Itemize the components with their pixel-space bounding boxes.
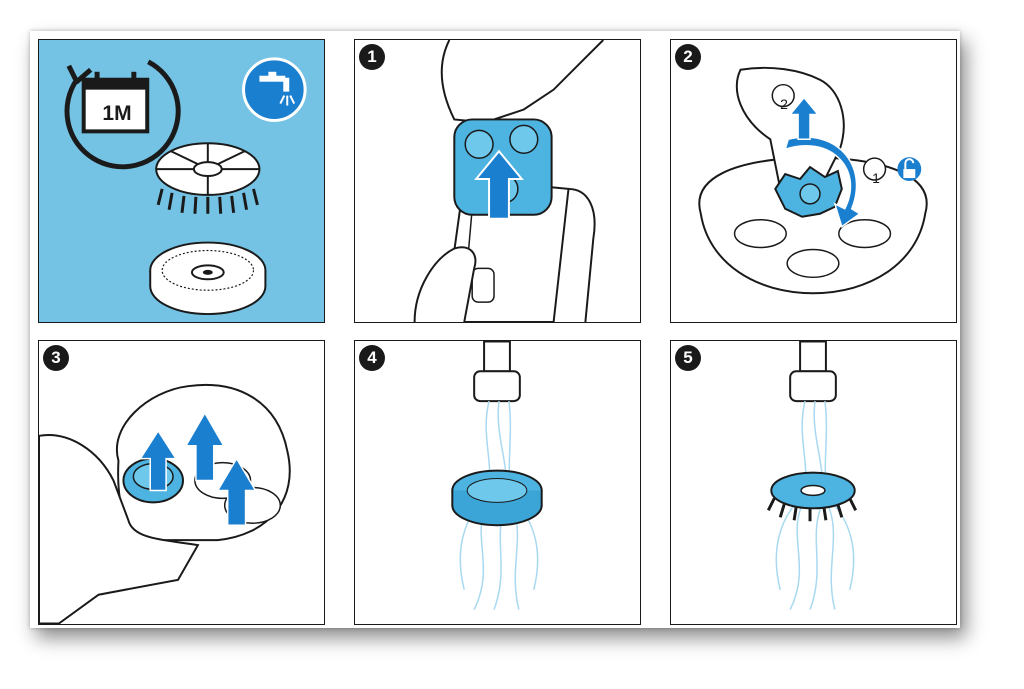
cutter-holder-illustration <box>149 241 267 316</box>
step-4-panel: 4 <box>354 340 641 625</box>
sub-step-2-circle <box>771 83 795 108</box>
shaving-unit-outline <box>698 156 928 295</box>
lift-arrow <box>138 429 178 492</box>
step-4-illustration <box>451 341 543 610</box>
hand-outline <box>413 40 604 322</box>
faucet <box>789 341 837 403</box>
overview-illustration <box>64 57 307 316</box>
overview-panel: 1M <box>38 39 325 323</box>
step-5-illustration <box>766 341 858 610</box>
refresh-cycle-icon <box>64 59 181 170</box>
cutter-holder-blue <box>451 469 543 527</box>
step-4-number: 4 <box>359 345 385 371</box>
calendar-icon <box>81 71 150 134</box>
sub-step-2-label: 2 <box>780 96 788 112</box>
lift-arrow <box>788 96 820 141</box>
step-3-illustration <box>39 384 291 624</box>
lift-arrow <box>216 457 257 526</box>
retaining-ring-blue <box>774 165 843 218</box>
rotate-arrow <box>784 136 862 228</box>
water-tap-icon <box>242 57 307 122</box>
unlock-icon <box>897 157 922 181</box>
step-1-number: 1 <box>359 44 385 70</box>
step-3-panel: 3 <box>38 340 325 625</box>
sub-step-1-circle <box>862 157 887 181</box>
hand-outline <box>39 434 200 624</box>
step-2-illustration <box>698 66 928 295</box>
calendar-label: 1M <box>102 102 132 125</box>
step-2-panel: 2 2 1 <box>670 39 957 323</box>
step-5-number: 5 <box>675 345 701 371</box>
sub-step-1-label: 1 <box>872 170 880 186</box>
hand-outline <box>735 66 845 190</box>
lift-arrow <box>184 411 225 482</box>
retaining-ring-illustration <box>155 142 261 214</box>
lift-arrow <box>474 149 524 220</box>
faucet <box>473 341 521 403</box>
step-3-number: 3 <box>43 345 69 371</box>
instruction-sheet: 1M 1 2 <box>30 31 960 628</box>
step-1-illustration <box>413 40 604 322</box>
step-2-number: 2 <box>675 44 701 70</box>
step-5-panel: 5 <box>670 340 957 625</box>
step-1-panel: 1 <box>354 39 641 323</box>
retaining-ring-blue <box>766 471 858 522</box>
